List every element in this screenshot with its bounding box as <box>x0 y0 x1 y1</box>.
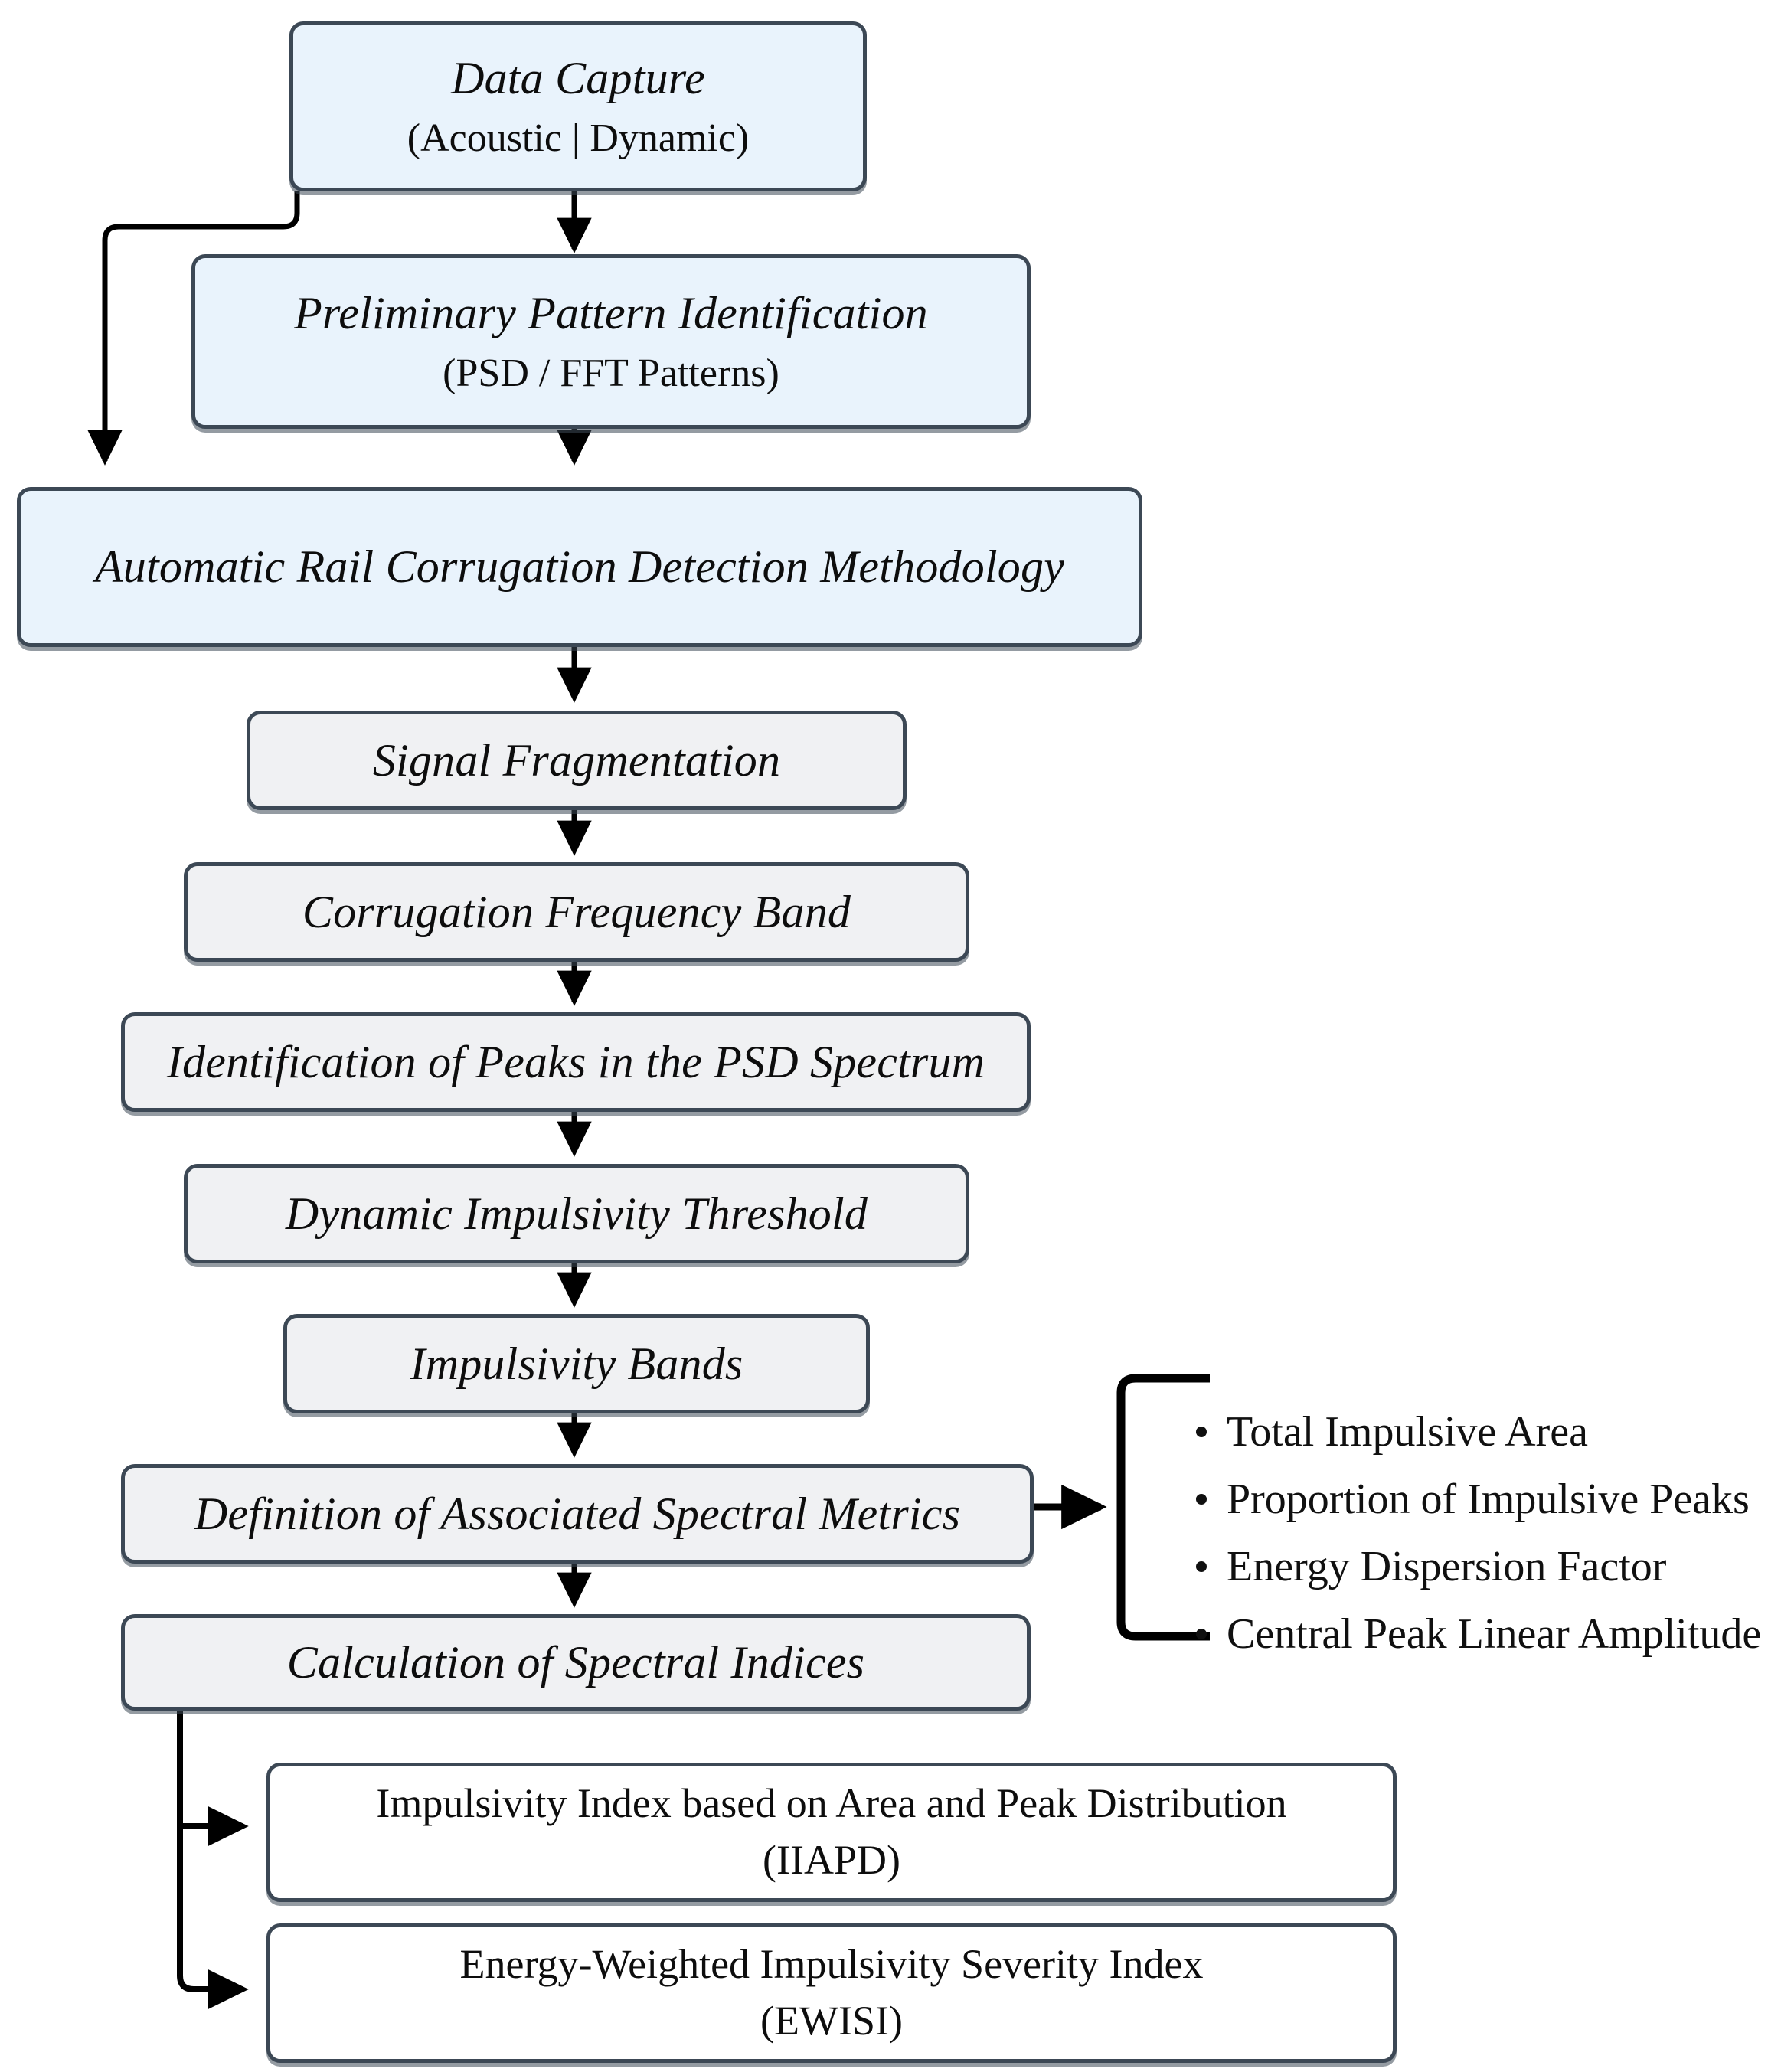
list-item: Total Impulsive Area <box>1191 1407 1761 1456</box>
list-item-label: Total Impulsive Area <box>1227 1408 1588 1456</box>
node-corrugation-band[interactable]: Corrugation Frequency Band <box>184 862 969 962</box>
node-data-capture[interactable]: Data Capture (Acoustic | Dynamic) <box>289 21 867 191</box>
node-methodology[interactable]: Automatic Rail Corrugation Detection Met… <box>17 487 1142 647</box>
spectral-metrics-list: Total Impulsive Area Proportion of Impul… <box>1191 1407 1761 1659</box>
node-data-capture-subtitle: (Acoustic | Dynamic) <box>407 116 750 160</box>
bullet-icon <box>1196 1629 1207 1639</box>
node-signal-fragmentation-title: Signal Fragmentation <box>372 734 781 786</box>
node-ewisi[interactable]: Energy-Weighted Impulsivity Severity Ind… <box>266 1923 1397 2063</box>
node-iiapd-abbr: (IIAPD) <box>763 1837 900 1883</box>
node-signal-fragmentation[interactable]: Signal Fragmentation <box>247 711 907 810</box>
list-item: Proportion of Impulsive Peaks <box>1191 1475 1761 1524</box>
node-preliminary-pattern[interactable]: Preliminary Pattern Identification (PSD … <box>191 254 1031 429</box>
node-preliminary-pattern-subtitle: (PSD / FFT Patterns) <box>443 351 779 395</box>
node-impulsivity-bands-title: Impulsivity Bands <box>410 1338 743 1389</box>
node-methodology-title: Automatic Rail Corrugation Detection Met… <box>94 541 1065 593</box>
list-item-label: Proportion of Impulsive Peaks <box>1227 1476 1750 1523</box>
bullet-icon <box>1196 1561 1207 1572</box>
node-iiapd-title: Impulsivity Index based on Area and Peak… <box>376 1780 1287 1827</box>
node-iiapd[interactable]: Impulsivity Index based on Area and Peak… <box>266 1763 1397 1902</box>
node-peak-identification[interactable]: Identification of Peaks in the PSD Spect… <box>121 1012 1031 1112</box>
node-spectral-indices-title: Calculation of Spectral Indices <box>286 1636 865 1688</box>
bullet-icon <box>1196 1427 1207 1437</box>
edge-indices-to-iiapd <box>177 1709 249 1846</box>
node-impulsivity-threshold[interactable]: Dynamic Impulsivity Threshold <box>184 1164 969 1263</box>
node-spectral-metrics[interactable]: Definition of Associated Spectral Metric… <box>121 1464 1034 1564</box>
node-impulsivity-bands[interactable]: Impulsivity Bands <box>283 1314 870 1413</box>
node-impulsivity-threshold-title: Dynamic Impulsivity Threshold <box>285 1188 868 1239</box>
node-spectral-indices[interactable]: Calculation of Spectral Indices <box>121 1614 1031 1711</box>
node-iiapd-text: Impulsivity Index based on Area and Peak… <box>376 1780 1286 1884</box>
node-corrugation-band-title: Corrugation Frequency Band <box>302 886 851 937</box>
bullet-icon <box>1196 1494 1207 1505</box>
node-data-capture-title: Data Capture <box>451 52 705 103</box>
node-ewisi-text: Energy-Weighted Impulsivity Severity Ind… <box>460 1940 1204 2045</box>
list-item: Energy Dispersion Factor <box>1191 1542 1761 1591</box>
edge-indices-to-ewisi <box>177 1709 249 2009</box>
node-ewisi-title: Energy-Weighted Impulsivity Severity Ind… <box>459 1941 1204 1988</box>
node-peak-identification-title: Identification of Peaks in the PSD Spect… <box>166 1036 985 1087</box>
node-ewisi-abbr: (EWISI) <box>760 1998 903 2044</box>
node-spectral-metrics-title: Definition of Associated Spectral Metric… <box>194 1488 961 1539</box>
node-preliminary-pattern-title: Preliminary Pattern Identification <box>294 287 928 338</box>
list-item-label: Central Peak Linear Amplitude <box>1227 1610 1762 1658</box>
list-item: Central Peak Linear Amplitude <box>1191 1610 1761 1659</box>
list-item-label: Energy Dispersion Factor <box>1227 1543 1667 1590</box>
